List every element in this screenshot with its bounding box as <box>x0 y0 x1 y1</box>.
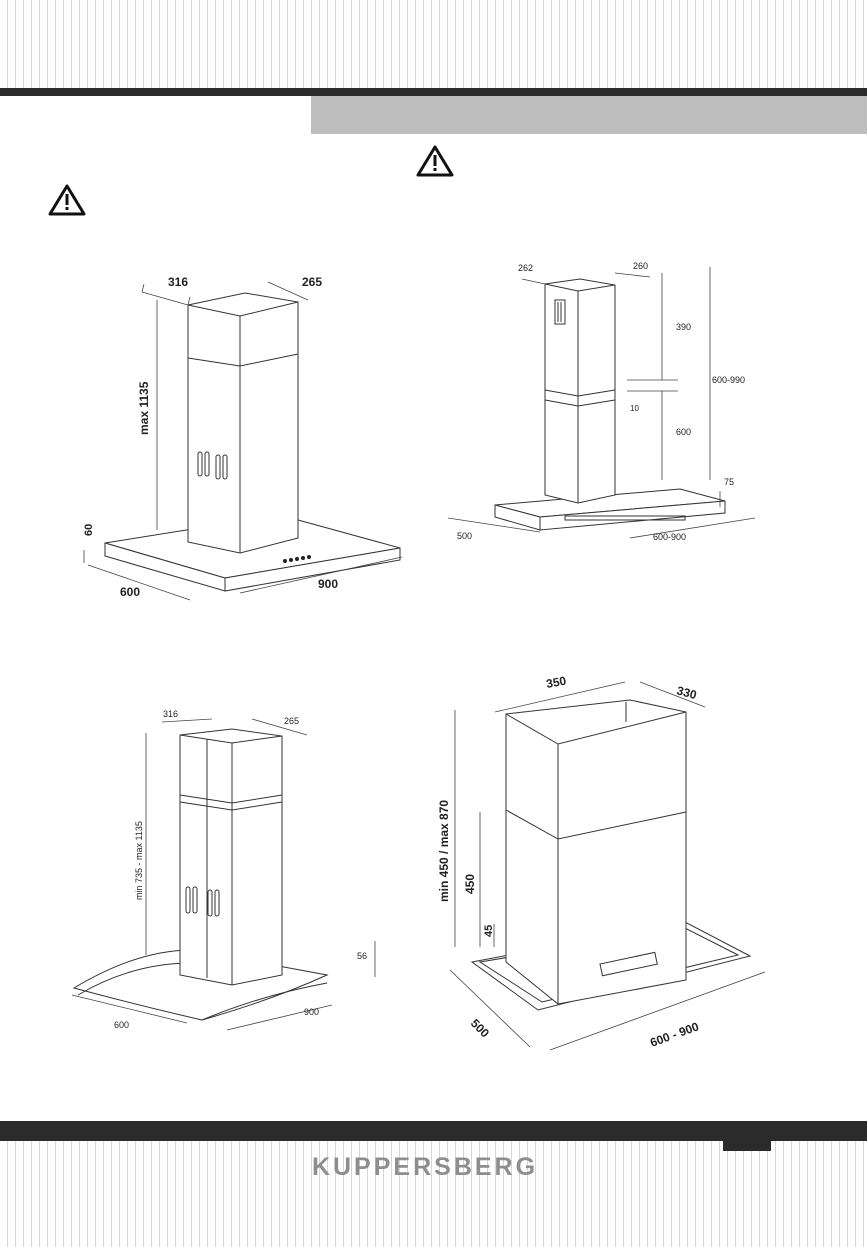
dim-height: min 450 / max 870 <box>437 800 451 902</box>
warning-triangle-icon <box>48 184 86 216</box>
dim-side: 900 <box>304 1007 319 1017</box>
dim-front: 600 <box>120 585 140 599</box>
dim-width: 350 <box>545 674 567 691</box>
warning-triangle-icon <box>416 145 454 177</box>
dim-total-height: 600-990 <box>712 375 745 385</box>
dim-depth: 265 <box>284 716 299 726</box>
page-number-tab <box>723 1141 771 1151</box>
dim-lower-section: 600 <box>676 427 691 437</box>
dim-chimney-depth: 260 <box>633 261 648 271</box>
hood-diagram-4: 350 330 min 450 / max 870 450 45 500 600… <box>437 674 766 1051</box>
dim-depth: 500 <box>457 531 472 541</box>
dim-thickness: 45 <box>483 925 495 937</box>
brand-logo: KUPPERSBERG <box>311 1153 539 1181</box>
dim-thickness: 60 <box>83 524 95 536</box>
dim-chimney-width: 262 <box>518 263 533 273</box>
dim-depth: 330 <box>675 683 698 702</box>
dim-canopy-thickness: 75 <box>724 477 734 487</box>
dim-overlap: 10 <box>630 404 639 413</box>
dim-side: 600 - 900 <box>648 1019 701 1050</box>
top-stripe-pattern <box>0 0 867 88</box>
dim-thickness: 56 <box>357 951 367 961</box>
dim-side: 900 <box>318 577 338 591</box>
dim-width: 600-900 <box>653 532 686 542</box>
dim-front: 500 <box>468 1016 492 1040</box>
bottom-rule <box>0 1121 867 1141</box>
hood-diagram-2: 262 260 390 10 600 600-990 75 500 600-90… <box>447 261 756 542</box>
dim-height: max 1135 <box>137 381 151 435</box>
dim-lower-section: 450 <box>463 874 477 894</box>
dim-upper-section: 390 <box>676 322 691 332</box>
dim-width: 316 <box>168 275 188 289</box>
top-rule <box>0 88 867 96</box>
dim-depth: 265 <box>302 275 322 289</box>
bottom-stripe-pattern <box>0 1141 867 1247</box>
dim-height: min 735 - max 1135 <box>134 821 144 900</box>
hood-diagram-1: 316 265 max 1135 60 600 900 <box>83 275 403 601</box>
section-title-band <box>311 96 867 134</box>
dim-front: 600 <box>114 1020 129 1030</box>
hood-diagram-3: 316 265 min 735 - max 1135 56 600 900 <box>71 709 376 1031</box>
dim-width: 316 <box>163 709 178 719</box>
